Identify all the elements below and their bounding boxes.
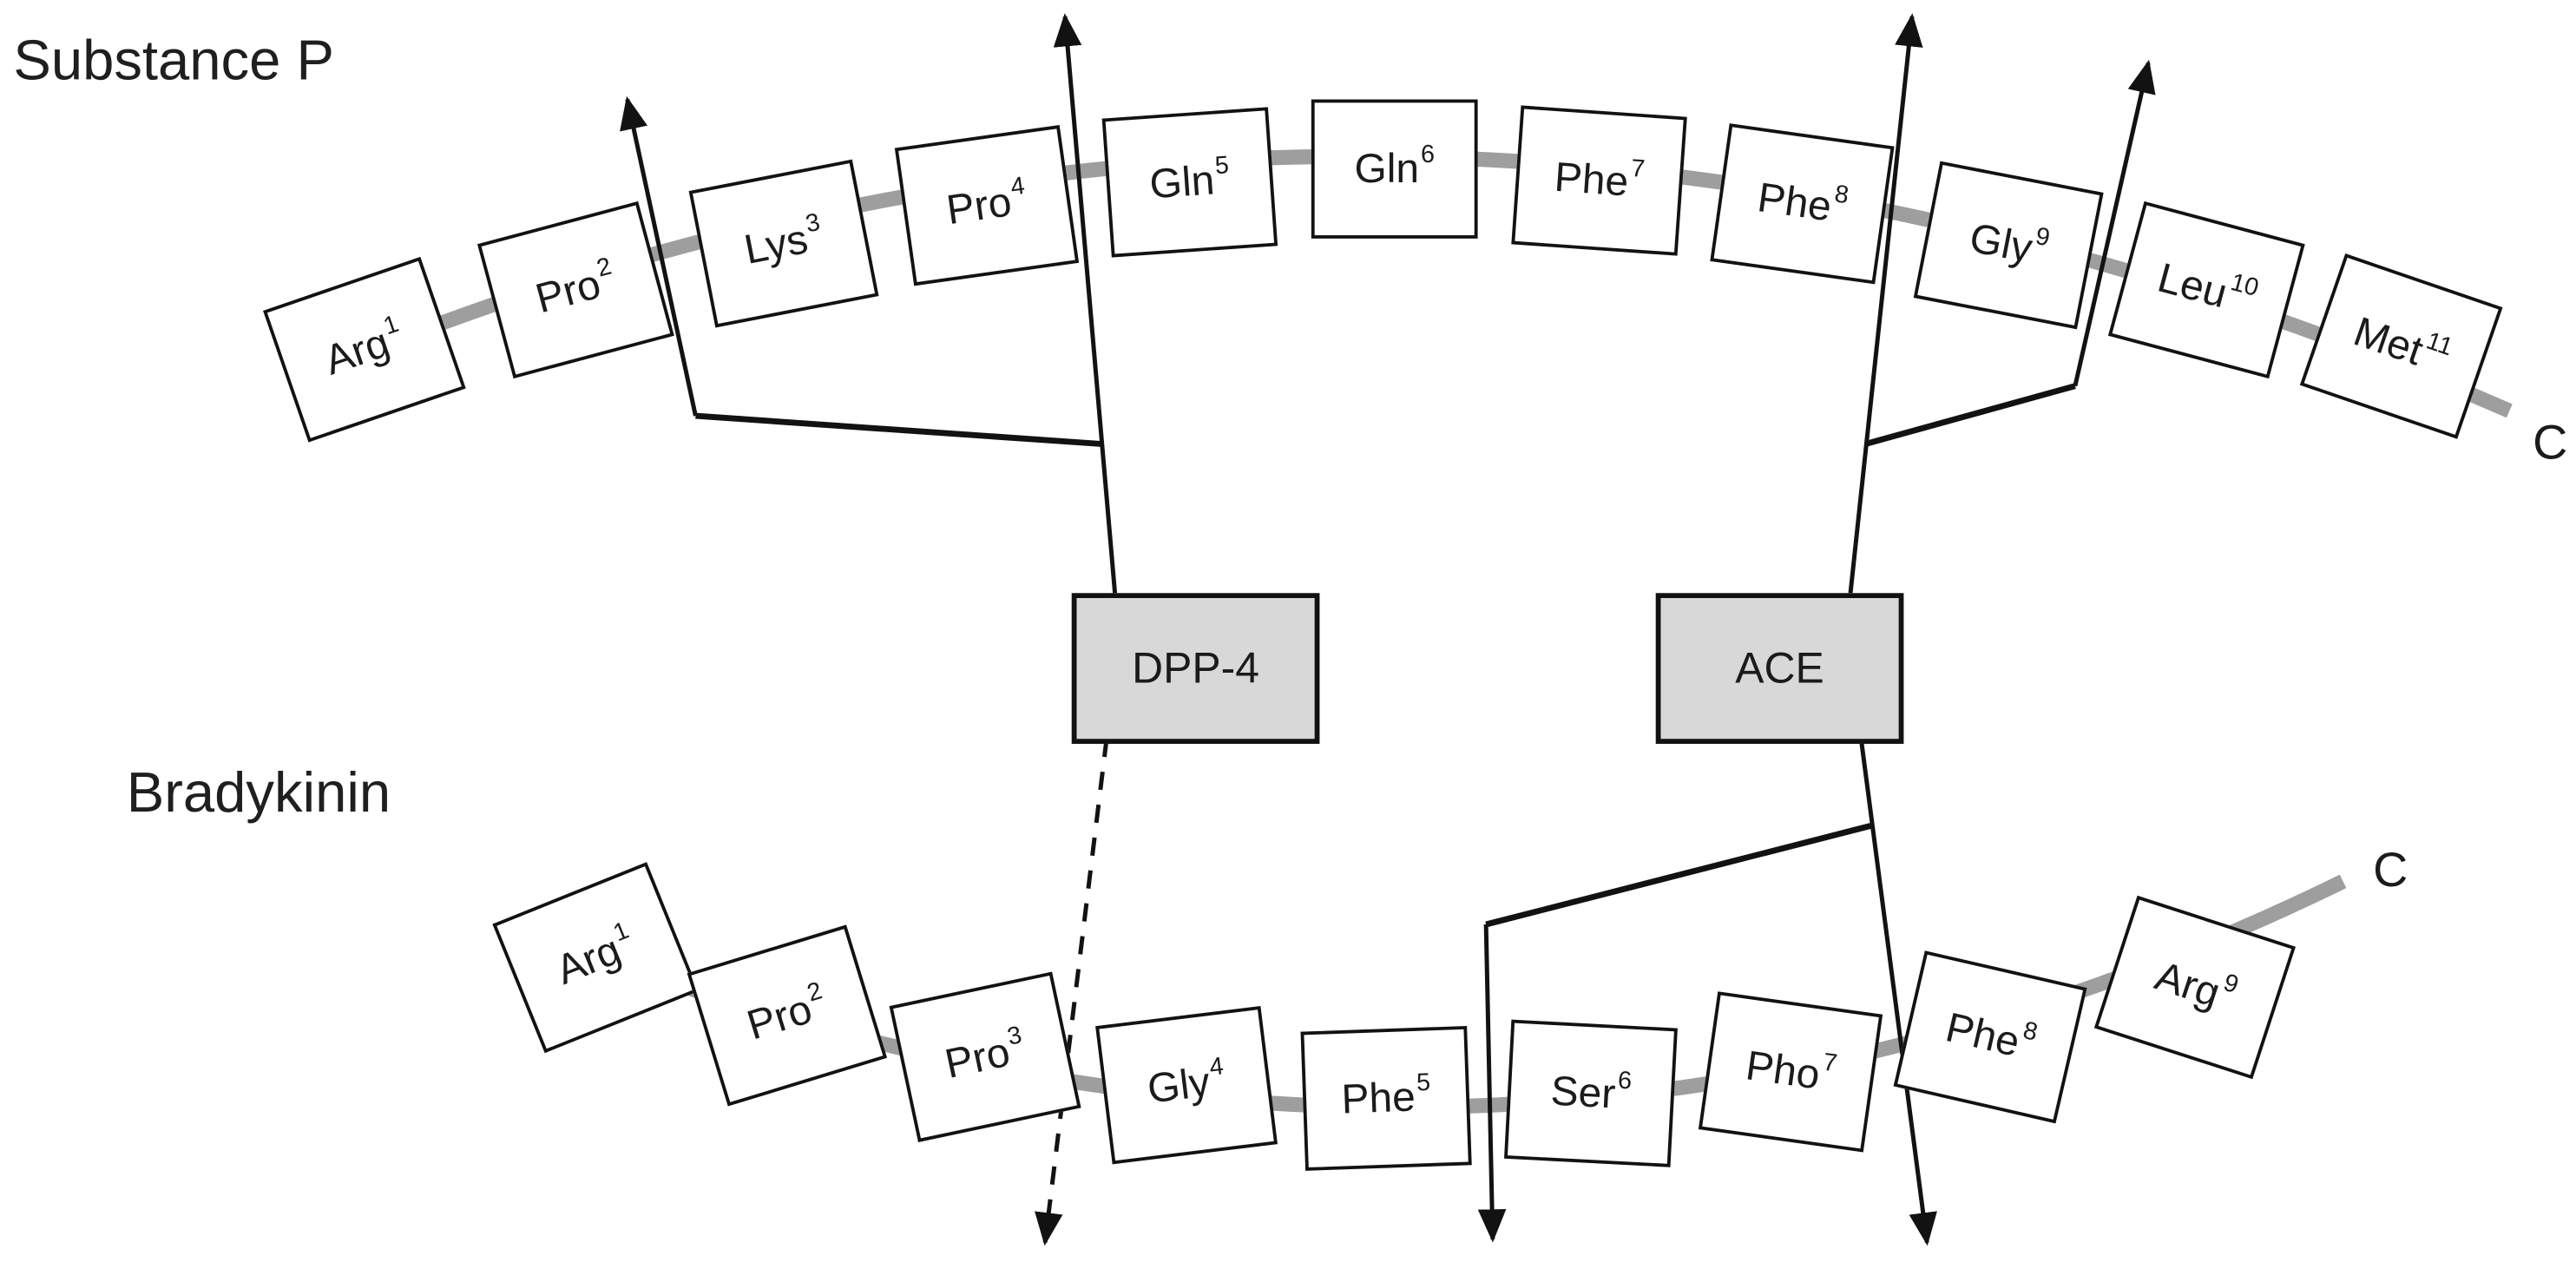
ace-cleavage-arrow-up bbox=[1848, 13, 1923, 594]
residue-name: Gln bbox=[1147, 156, 1216, 207]
residue-name: Ser bbox=[1549, 1067, 1617, 1117]
dpp4-cleavage-arrow-up bbox=[1053, 13, 1118, 594]
enzyme-label: DPP-4 bbox=[1132, 642, 1259, 693]
bracket-sp-ace bbox=[1864, 383, 2076, 447]
residue-name: Leu bbox=[2152, 253, 2232, 317]
substance-p-c-terminus: C bbox=[2533, 417, 2568, 471]
cleavage-arrow-bk-phe5-ser6 bbox=[1477, 924, 1507, 1243]
enzyme-box-ace: ACE bbox=[1655, 593, 1904, 744]
cleavage-arrow-sp-pro2-lys3 bbox=[620, 95, 698, 417]
residue-name: Arg bbox=[2149, 951, 2226, 1016]
residue-name: Pro bbox=[943, 178, 1015, 233]
residue-number: 4 bbox=[1009, 171, 1027, 201]
substance-p-title: Substance P bbox=[13, 30, 334, 93]
bradykinin-title: Bradykinin bbox=[126, 761, 391, 825]
residue-name: Phe bbox=[1340, 1073, 1416, 1122]
enzyme-box-dpp4: DPP-4 bbox=[1071, 593, 1320, 744]
residue-number: 10 bbox=[2227, 267, 2263, 302]
residue-name: Arg bbox=[549, 925, 628, 994]
residue-name: Phe bbox=[1754, 174, 1835, 230]
cleavage-arrow-sp-gly9-leu10 bbox=[2073, 59, 2156, 387]
bracket-bk-ace bbox=[1485, 822, 1875, 928]
bradykinin-c-terminus: C bbox=[2373, 845, 2408, 898]
bracket-sp-dpp4 bbox=[695, 412, 1102, 447]
residue-number: 6 bbox=[1420, 140, 1435, 168]
residue-number: 6 bbox=[1617, 1065, 1633, 1095]
residue-name: Pho bbox=[1743, 1042, 1824, 1099]
residue-number: 9 bbox=[2033, 221, 2053, 253]
residue-name: Gly bbox=[1145, 1058, 1212, 1113]
enzyme-label: ACE bbox=[1735, 642, 1824, 693]
residue-name: Pro bbox=[741, 985, 818, 1049]
residue-name: Phe bbox=[1553, 153, 1631, 206]
residue-name: Phe bbox=[1941, 1003, 2025, 1066]
residue-number: 7 bbox=[1821, 1047, 1839, 1078]
residue-name: Arg bbox=[319, 319, 396, 385]
residue-name: Lys bbox=[740, 215, 812, 273]
residue-name: Gly bbox=[1966, 214, 2036, 272]
residue-number: 3 bbox=[803, 207, 823, 239]
residue-number: 7 bbox=[1630, 154, 1646, 183]
residue-number: 5 bbox=[1213, 150, 1230, 180]
residue-number: 4 bbox=[1207, 1051, 1226, 1082]
ace-cleavage-arrow-down bbox=[1858, 733, 1937, 1246]
residue-number: 5 bbox=[1416, 1068, 1431, 1097]
residue-number: 8 bbox=[1832, 179, 1851, 209]
residue-name: Pro bbox=[530, 260, 606, 322]
residue-name: Gln bbox=[1354, 145, 1420, 192]
residue-number: 3 bbox=[1004, 1020, 1025, 1051]
residue-name: Pro bbox=[941, 1028, 1015, 1088]
residue-name: Met bbox=[2348, 307, 2429, 375]
